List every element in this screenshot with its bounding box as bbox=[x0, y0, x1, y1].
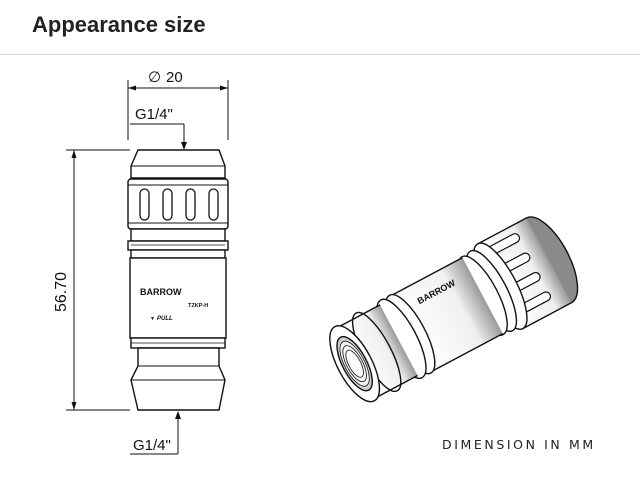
dimension-unit-note: DIMENSION IN MM bbox=[442, 437, 596, 452]
length-value: 56.70 bbox=[53, 272, 70, 312]
thread-bottom-label: G1/4" bbox=[133, 437, 171, 454]
pull-arrow-icon: ▼ bbox=[150, 316, 155, 322]
thread-top-label: G1/4" bbox=[135, 106, 173, 123]
section-title: Appearance size bbox=[32, 12, 206, 37]
brand-label: BARROW bbox=[140, 287, 182, 297]
diameter-icon: ∅ bbox=[148, 69, 161, 86]
model-label: TZKP-H bbox=[188, 303, 208, 309]
pull-label: PULL bbox=[157, 316, 173, 322]
title-divider bbox=[0, 54, 640, 55]
dimension-lines bbox=[66, 80, 229, 455]
front-view bbox=[127, 149, 229, 411]
diameter-value: 20 bbox=[166, 69, 183, 86]
perspective-view: BARROW bbox=[329, 216, 579, 403]
